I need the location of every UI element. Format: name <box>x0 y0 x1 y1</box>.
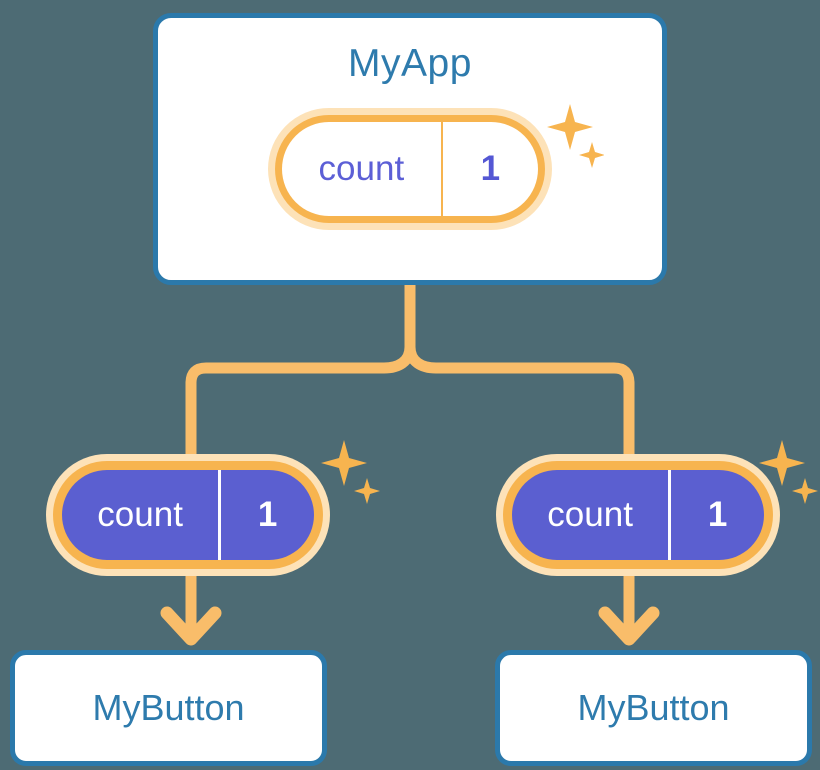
pill-ring: count 1 <box>275 115 545 223</box>
pill-body: count 1 <box>282 122 538 216</box>
pill-ring: count 1 <box>503 461 773 569</box>
app-state-key: count <box>318 149 405 188</box>
pill-body: count 1 <box>62 470 314 560</box>
pill-halo: count 1 <box>268 108 552 230</box>
branch-left-state-pill[interactable]: count 1 <box>46 454 330 576</box>
pill-halo: count 1 <box>496 454 780 576</box>
app-state-value: 1 <box>440 122 538 216</box>
down-arrow-left <box>160 575 222 646</box>
down-arrow-right <box>598 575 660 646</box>
pill-ring: count 1 <box>53 461 323 569</box>
connector-branch-right <box>404 341 635 461</box>
pill-body: count 1 <box>512 470 764 560</box>
button-card-right[interactable]: MyButton <box>495 650 812 766</box>
button-card-left[interactable]: MyButton <box>10 650 327 766</box>
app-state-pill[interactable]: count 1 <box>268 108 552 230</box>
button-card-left-title: MyButton <box>92 687 245 728</box>
button-card-right-title: MyButton <box>577 687 730 728</box>
branch-right-state-key: count <box>547 495 633 534</box>
branch-left-state-value: 1 <box>218 470 314 560</box>
branch-left-state-key: count <box>97 495 183 534</box>
branch-right-state-value: 1 <box>668 470 764 560</box>
connector-branch-left <box>185 341 416 461</box>
pill-halo: count 1 <box>46 454 330 576</box>
app-card-title: MyApp <box>348 42 472 85</box>
branch-right-state-pill[interactable]: count 1 <box>496 454 780 576</box>
